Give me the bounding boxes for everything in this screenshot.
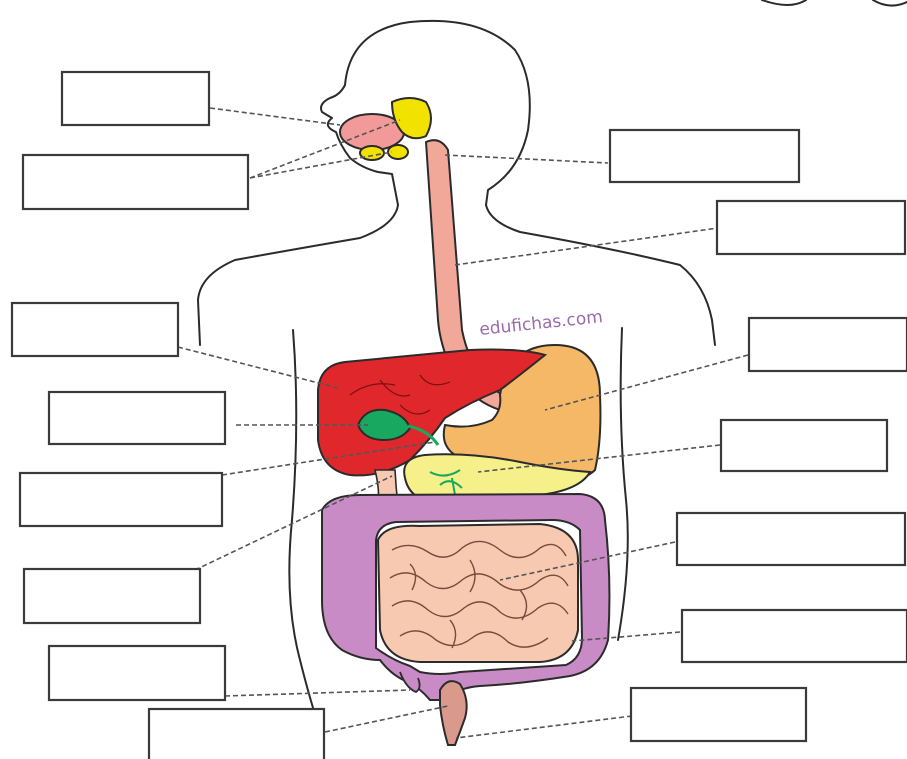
leader-line: [455, 228, 718, 265]
label-box-stomach[interactable]: [749, 318, 907, 371]
leader-line: [325, 706, 448, 732]
label-box-pharynx[interactable]: [610, 130, 799, 182]
label-box-mouth[interactable]: [62, 72, 209, 125]
label-box-large-intestine[interactable]: [682, 610, 907, 662]
left-torso: [289, 330, 320, 759]
leader-line: [250, 152, 392, 178]
leader-line: [178, 347, 338, 388]
leader-line: [225, 690, 410, 696]
label-box-appendix[interactable]: [49, 646, 225, 700]
right-torso: [618, 328, 628, 640]
corner-arc-right: [873, 0, 907, 6]
watermark: edufichas.com: [478, 307, 603, 340]
label-box-anus[interactable]: [631, 688, 806, 741]
leader-line: [445, 155, 608, 163]
label-box-duodenum[interactable]: [24, 569, 200, 623]
label-box-salivary-glands[interactable]: [23, 155, 248, 209]
rectum: [440, 681, 467, 745]
label-box-gallbladder[interactable]: [49, 392, 225, 444]
label-box-pancreas[interactable]: [721, 420, 887, 471]
label-boxes-right: [610, 130, 907, 741]
label-box-rectum[interactable]: [149, 709, 324, 759]
small-intestine: [378, 524, 578, 662]
label-box-small-intestine[interactable]: [677, 513, 905, 565]
label-box-bile-duct[interactable]: [20, 473, 222, 526]
label-box-esophagus[interactable]: [717, 201, 905, 254]
corner-arc-left: [762, 0, 806, 5]
label-boxes-left: [12, 72, 324, 759]
salivary-gland-submandibular: [388, 145, 408, 159]
leader-line: [456, 716, 632, 738]
label-box-liver[interactable]: [12, 303, 178, 356]
left-shoulder: [198, 205, 398, 345]
